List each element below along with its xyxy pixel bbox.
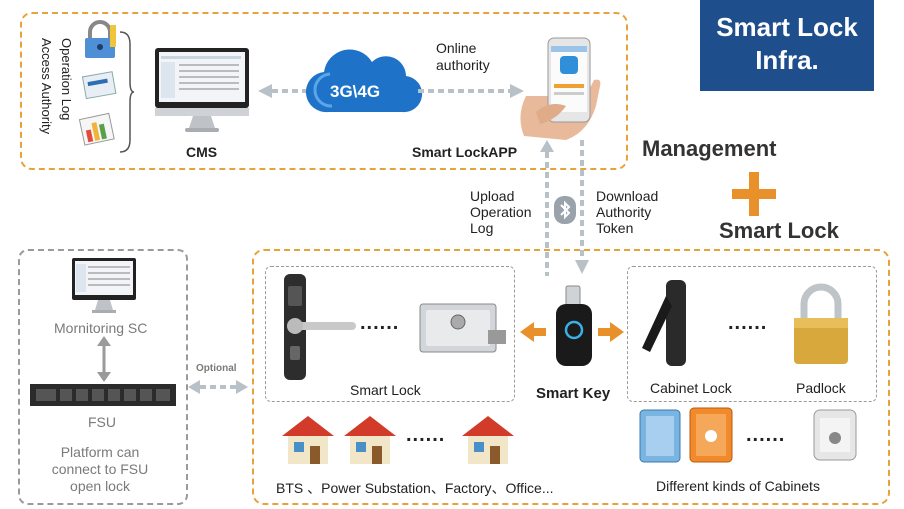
online-label: Online authority — [436, 40, 490, 73]
smart-lock-sub-box — [265, 266, 515, 402]
title-line2: Infra. — [755, 45, 819, 75]
cabinets-label: Different kinds of Cabinets — [656, 478, 820, 494]
key-icon — [556, 285, 592, 366]
dots-cabinet: ...... — [728, 312, 768, 334]
rim-lock-icon — [419, 303, 506, 353]
padlock-icon — [794, 283, 848, 364]
management-heading: Management — [642, 136, 777, 161]
server-icon — [30, 384, 176, 406]
arrow-optional — [188, 380, 248, 394]
arrow-key-left — [520, 322, 546, 342]
smartlock-heading: Smart Lock — [719, 218, 839, 243]
monitoring-monitor-icon — [72, 258, 136, 313]
house-icon-3 — [462, 416, 514, 464]
phone-icon — [520, 37, 601, 140]
download-label: Download Authority Token — [596, 188, 659, 236]
document-icon — [81, 71, 117, 100]
dots-lock: ...... — [360, 312, 400, 334]
vertical-label-access: Access Authority — [39, 38, 54, 135]
lock-icon — [85, 20, 116, 58]
arrow-cloud-to-cms — [258, 84, 306, 98]
monitor-icon — [155, 48, 249, 132]
cloud-label: 3G\4G — [330, 82, 381, 101]
fsu-label: FSU — [88, 414, 116, 430]
cabinet-icon-2 — [813, 409, 857, 461]
padlock-label: Padlock — [796, 380, 846, 396]
smart-lock-box — [252, 249, 890, 505]
smart-key-label: Smart Key — [536, 385, 611, 402]
cabinet-lock-sub-box — [627, 266, 877, 402]
sites-label: BTS 、Power Substation、Factory、Office... — [276, 480, 554, 496]
dots-cabinets: ...... — [746, 424, 786, 446]
title-box: Smart Lock Infra. — [700, 0, 874, 91]
management-box — [20, 12, 628, 170]
cloud-icon — [305, 49, 423, 113]
cabinet-lock-label: Cabinet Lock — [650, 380, 732, 396]
arrow-download — [575, 140, 589, 274]
upload-label: Upload Operation Log — [470, 188, 532, 236]
vertical-label-log: Operation Log — [59, 38, 74, 121]
cabinet-handle-icon — [642, 280, 686, 366]
bracket — [119, 31, 135, 153]
monitoring-label: Mornitoring SC — [54, 320, 148, 336]
optional-label: Optional — [196, 363, 237, 374]
chart-icon — [78, 112, 115, 146]
cabinet-icon — [639, 407, 733, 463]
arrow-key-right — [598, 322, 624, 342]
cms-label: CMS — [186, 144, 218, 160]
arrow-cloud-to-phone — [418, 84, 524, 98]
plus-icon — [732, 172, 776, 216]
door-handle-lock-icon — [284, 274, 356, 380]
title-line1: Smart Lock — [716, 12, 858, 42]
arrow-monitor-fsu — [97, 336, 111, 382]
smart-lock-label: Smart Lock — [350, 382, 421, 398]
arrow-upload — [540, 140, 554, 276]
house-icon-2 — [344, 416, 396, 464]
platform-note: Platform can connect to FSU open lock — [51, 444, 149, 494]
app-label: Smart LockAPP — [412, 144, 518, 160]
bluetooth-icon — [554, 196, 576, 224]
monitoring-box — [18, 249, 188, 505]
dots-houses: ...... — [406, 424, 446, 446]
house-icon — [282, 416, 334, 464]
